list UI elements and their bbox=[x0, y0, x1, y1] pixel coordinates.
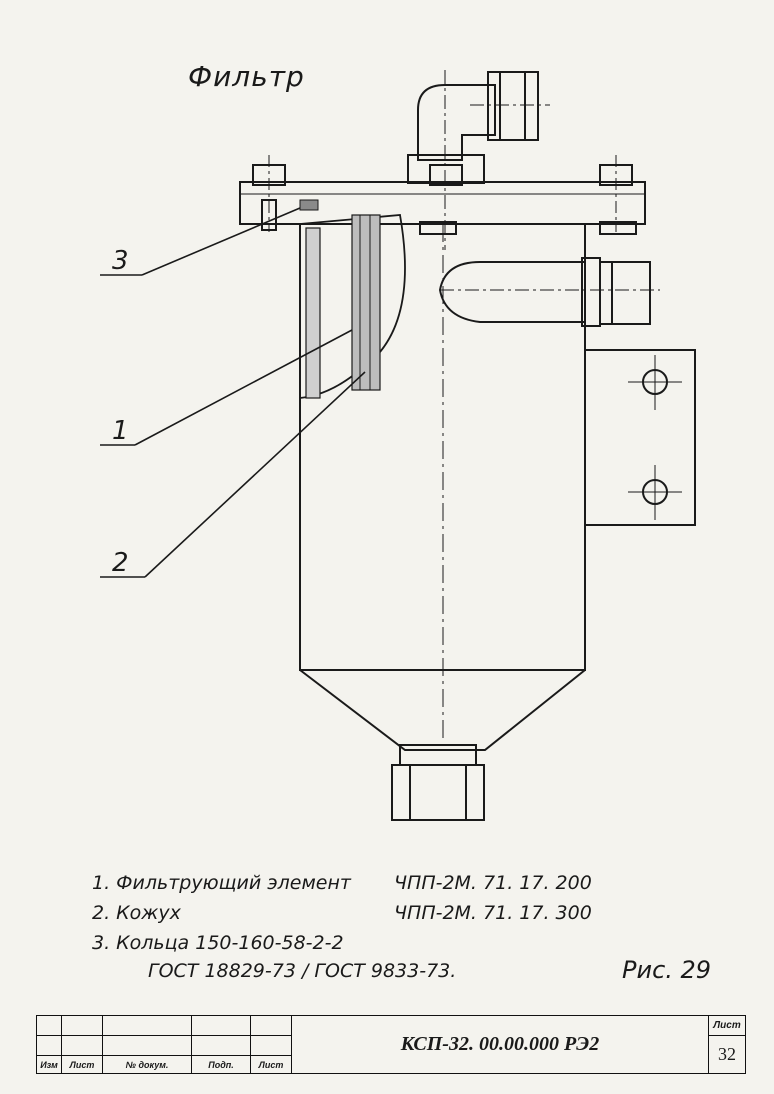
title-block: КСП-32. 00.00.000 РЭ2 Лист 32 Изм Лист №… bbox=[36, 1015, 746, 1074]
sheet-number: 32 bbox=[708, 1035, 746, 1074]
callout-3: 3 bbox=[112, 246, 129, 276]
flange bbox=[239, 155, 646, 235]
housing bbox=[299, 199, 586, 821]
col-change: Изм bbox=[36, 1055, 62, 1074]
col-doc-no: № докум. bbox=[102, 1055, 192, 1074]
document-number: КСП-32. 00.00.000 РЭ2 bbox=[291, 1015, 709, 1074]
side-nozzle bbox=[438, 257, 660, 327]
part-1-code: ЧПП-2М. 71. 17. 200 bbox=[394, 872, 592, 894]
sheet-header: Лист bbox=[708, 1015, 746, 1036]
part-3-name: 3. Кольца 150-160-58-2-2 bbox=[92, 932, 344, 954]
drawing-title: Фильтр bbox=[188, 60, 305, 93]
callout-2: 2 bbox=[112, 548, 129, 578]
filter-drawing bbox=[100, 70, 696, 821]
part-2-name: 2. Кожух bbox=[92, 902, 181, 924]
col-sheet: Лист bbox=[61, 1055, 103, 1074]
mounting-bracket bbox=[584, 349, 696, 526]
figure-label: Рис. 29 bbox=[622, 956, 712, 984]
col-sheet-2: Лист bbox=[250, 1055, 292, 1074]
col-signature: Подп. bbox=[191, 1055, 251, 1074]
part-2-code: ЧПП-2М. 71. 17. 300 bbox=[394, 902, 592, 924]
part-3-standard: ГОСТ 18829-73 / ГОСТ 9833-73. bbox=[148, 960, 457, 982]
callout-1: 1 bbox=[112, 416, 129, 446]
part-1-name: 1. Фильтрующий элемент bbox=[92, 872, 351, 894]
leader-lines bbox=[100, 207, 366, 578]
